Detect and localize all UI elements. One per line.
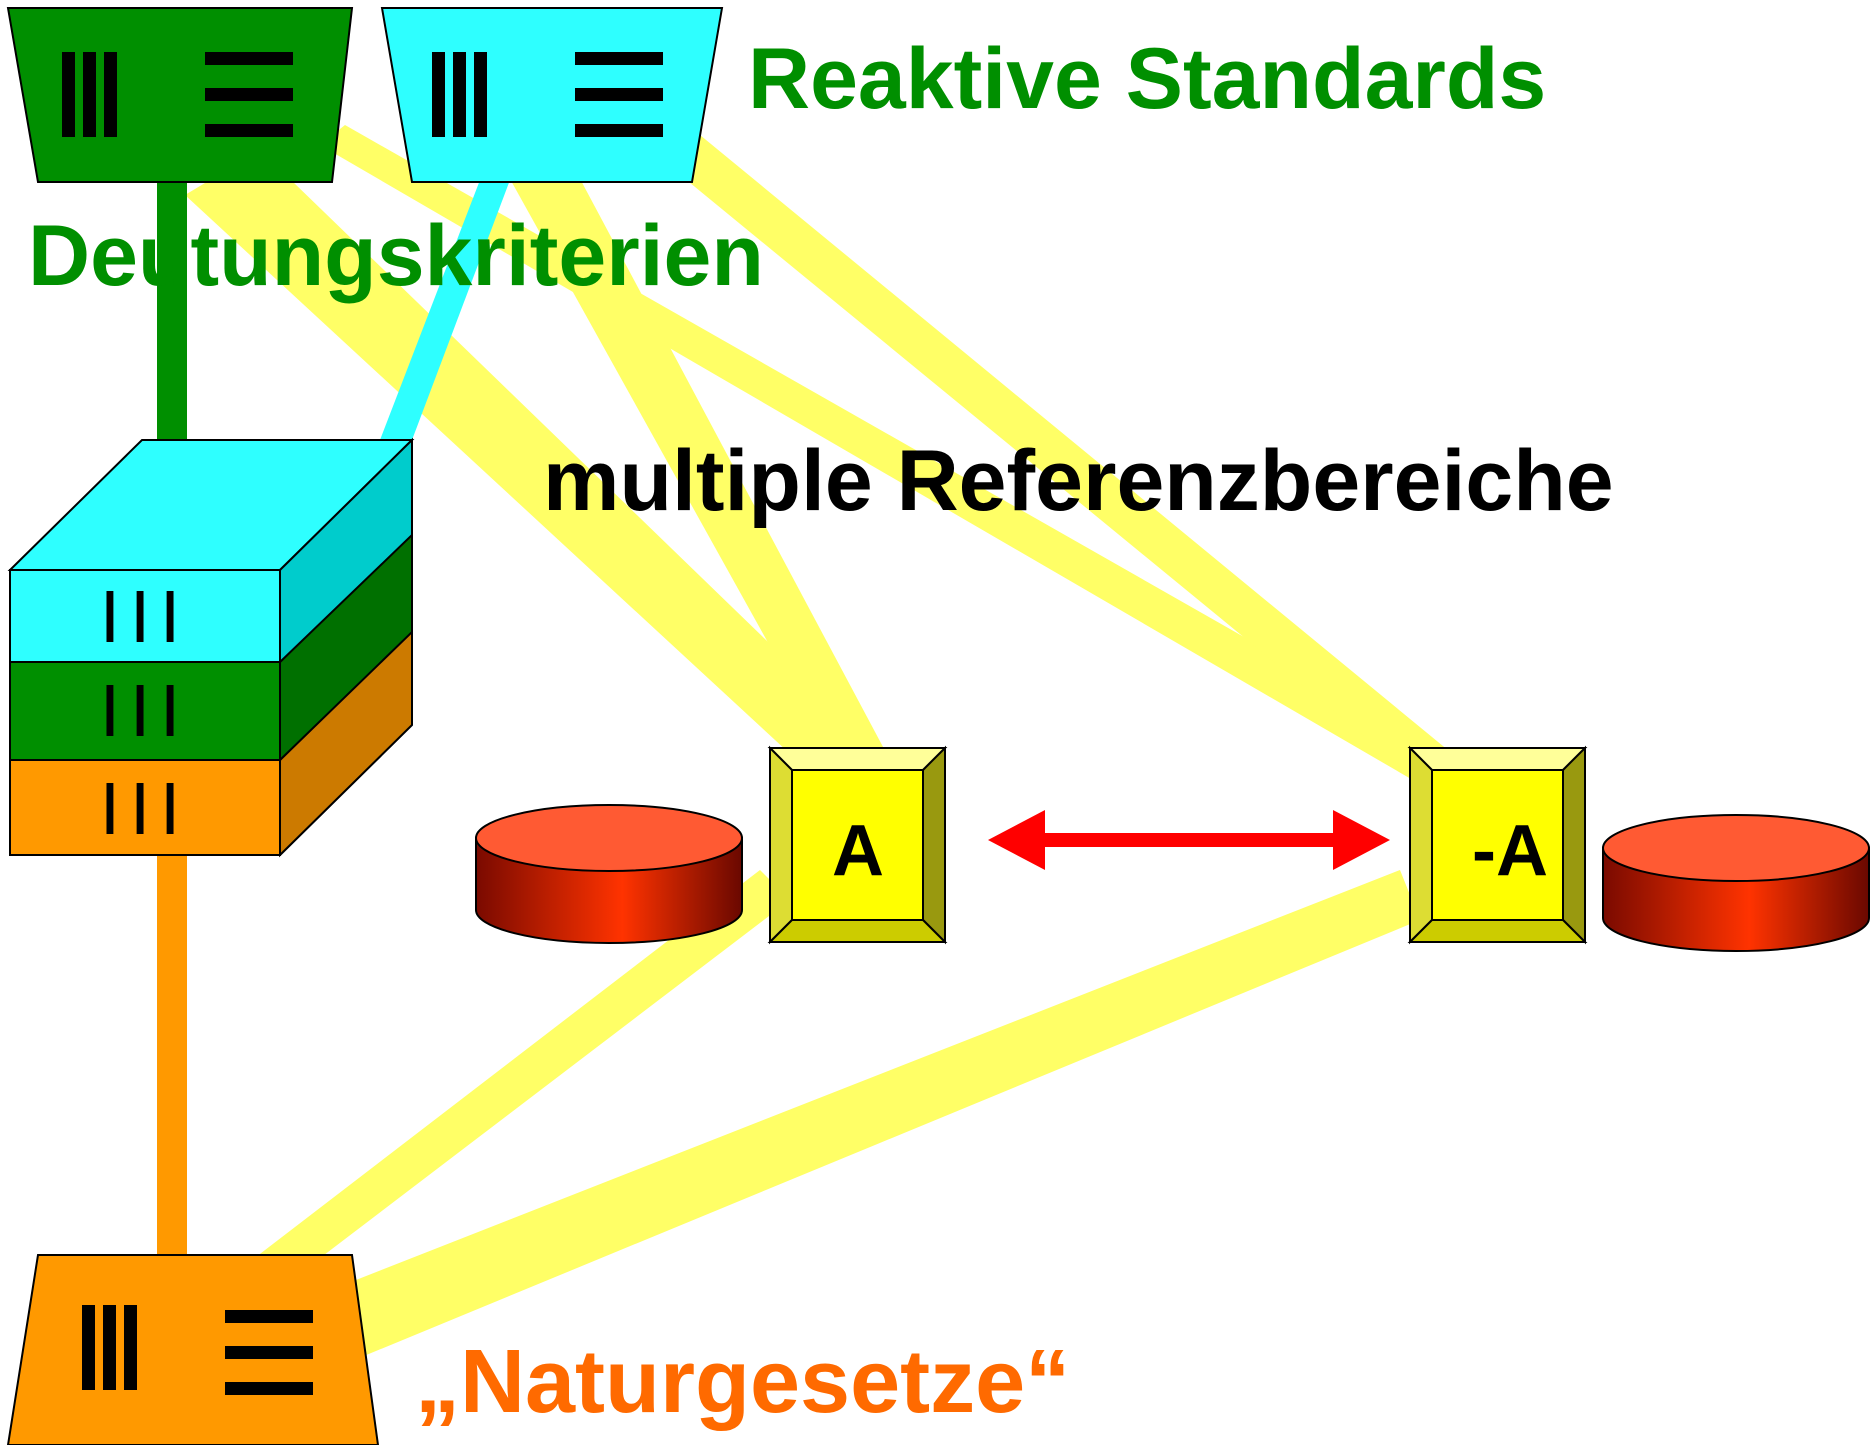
layer-stack [7, 437, 415, 858]
stack-mark-orange: | | | [102, 774, 177, 835]
green-connector [157, 180, 187, 440]
band-cyan-to-a [505, 160, 890, 790]
triple-bar-icon [432, 52, 487, 137]
equivalence-icon [205, 52, 293, 137]
orange-connector [157, 850, 187, 1260]
label-multiple-referenzbereiche: multiple Referenzbereiche [543, 433, 1614, 529]
triple-bar-icon [62, 52, 117, 137]
orange-trapezoid [6, 1254, 380, 1445]
box-not-a-label: -A [1472, 811, 1548, 891]
layer-cyan [7, 437, 415, 665]
stack-mark-cyan: | | | [102, 582, 177, 643]
red-cylinder-left [475, 804, 743, 944]
layer-green [9, 529, 413, 763]
stack-mark-green: | | | [102, 676, 177, 737]
box-a [767, 745, 948, 945]
equivalence-icon [225, 1310, 313, 1395]
box-not-a [1407, 745, 1588, 945]
cyan-connector [380, 180, 510, 440]
cyan-trapezoid [380, 7, 724, 183]
triple-bar-icon [82, 1305, 137, 1390]
band-green-to-a [185, 150, 890, 800]
label-deutungskriterien: Deutungskriterien [28, 208, 764, 304]
band-cyan-to-not-a [650, 135, 1460, 790]
box-a-label: A [832, 811, 884, 891]
relation-bands [185, 125, 1460, 1370]
band-orange-to-not-a [305, 870, 1420, 1370]
equivalence-icon [575, 52, 663, 137]
green-trapezoid [6, 7, 354, 183]
label-reactive-standards: Reaktive Standards [748, 31, 1546, 127]
contradiction-arrow [988, 810, 1390, 870]
label-naturgesetze: „Naturgesetze“ [415, 1332, 1070, 1432]
band-orange-to-a [200, 870, 790, 1300]
red-cylinder-right [1602, 814, 1870, 952]
